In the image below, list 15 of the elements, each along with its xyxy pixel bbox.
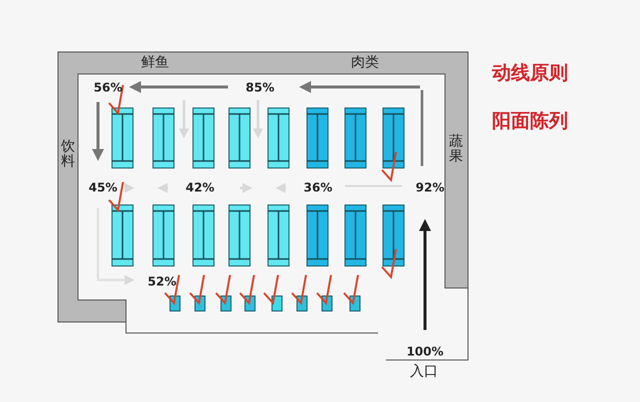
area-label: 蔬果	[449, 134, 463, 166]
title-text: 阳面陈列	[492, 111, 568, 132]
title-text: 动线原则	[492, 63, 568, 84]
percentage-label: 92%	[416, 181, 444, 195]
area-label: 入口	[410, 364, 438, 380]
percentage-label: 56%	[94, 81, 122, 95]
percentage-label: 100%	[406, 345, 444, 359]
percentage-label: 45%	[88, 181, 118, 195]
percentage-label: 85%	[246, 81, 274, 95]
area-label: 鲜鱼	[141, 55, 169, 71]
percentage-label: 52%	[148, 275, 176, 289]
percentage-label: 42%	[186, 181, 214, 195]
percentage-label: 36%	[304, 181, 332, 195]
area-label: 肉类	[351, 55, 379, 71]
area-label: 饮料	[61, 140, 75, 170]
